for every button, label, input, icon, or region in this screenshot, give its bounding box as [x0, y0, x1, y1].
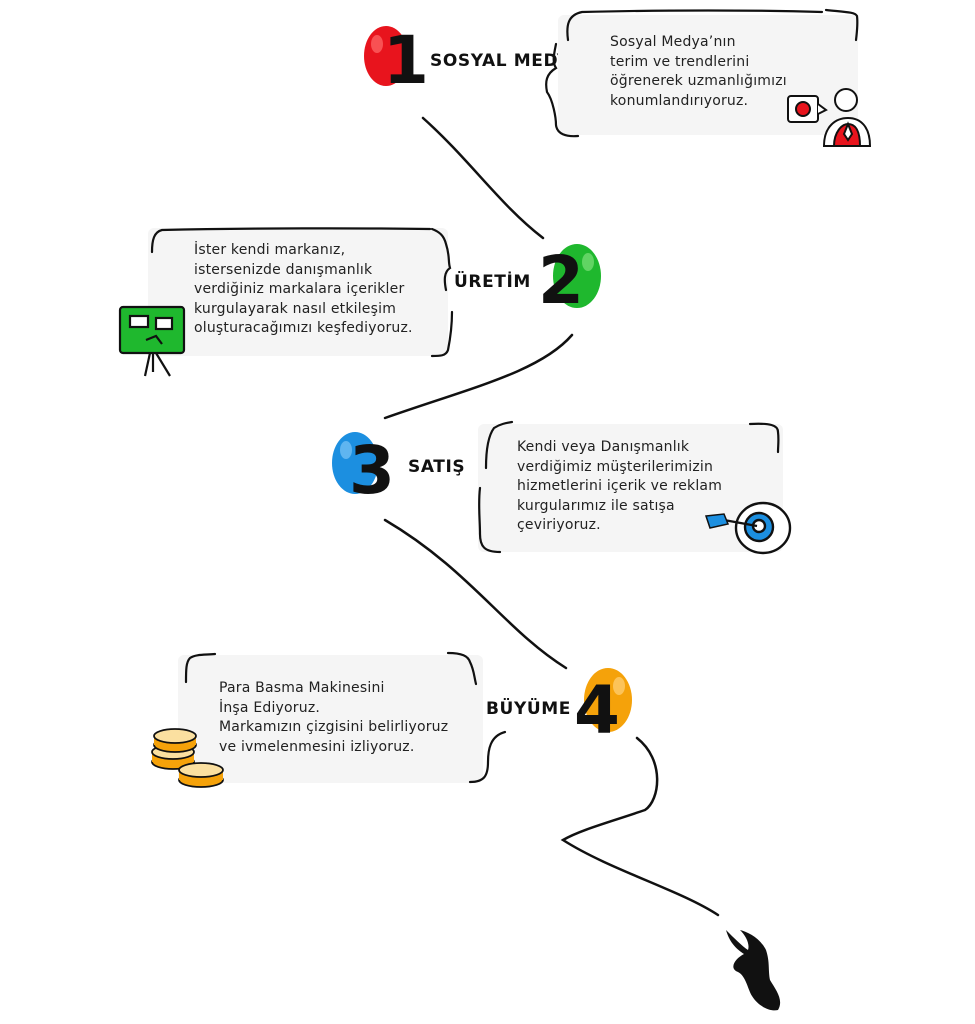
connector-line-1-2: [421, 116, 545, 240]
step-2-description: İster kendi markanız, istersenizde danış…: [194, 242, 413, 336]
step-3-title: SATIŞ: [408, 457, 466, 477]
step-2-number: 2: [538, 242, 584, 319]
step-3-description: Kendi veya Danışmanlık verdiğimiz müşter…: [517, 439, 723, 533]
step-3-number: 3: [349, 432, 395, 509]
step-1-description: Sosyal Medya’nın terim ve trendlerini öğ…: [610, 34, 787, 109]
connector-line-4-end: [560, 736, 720, 917]
step-4-number: 4: [574, 672, 620, 749]
step-4-description: Para Basma Makinesini İnşa Ediyoruz. Mar…: [219, 680, 449, 755]
step-4-title: BÜYÜME: [486, 699, 572, 719]
connector-line-2-3: [383, 333, 574, 420]
step-3-card: [478, 424, 783, 552]
step-2-title: ÜRETİM: [454, 272, 531, 292]
connector-line-3-4: [383, 518, 568, 670]
step-4-card: [178, 655, 483, 783]
step-1-title: SOSYAL MEDYA: [430, 51, 582, 71]
step-1-number: 1: [383, 22, 429, 99]
step-2-card: [148, 228, 448, 356]
